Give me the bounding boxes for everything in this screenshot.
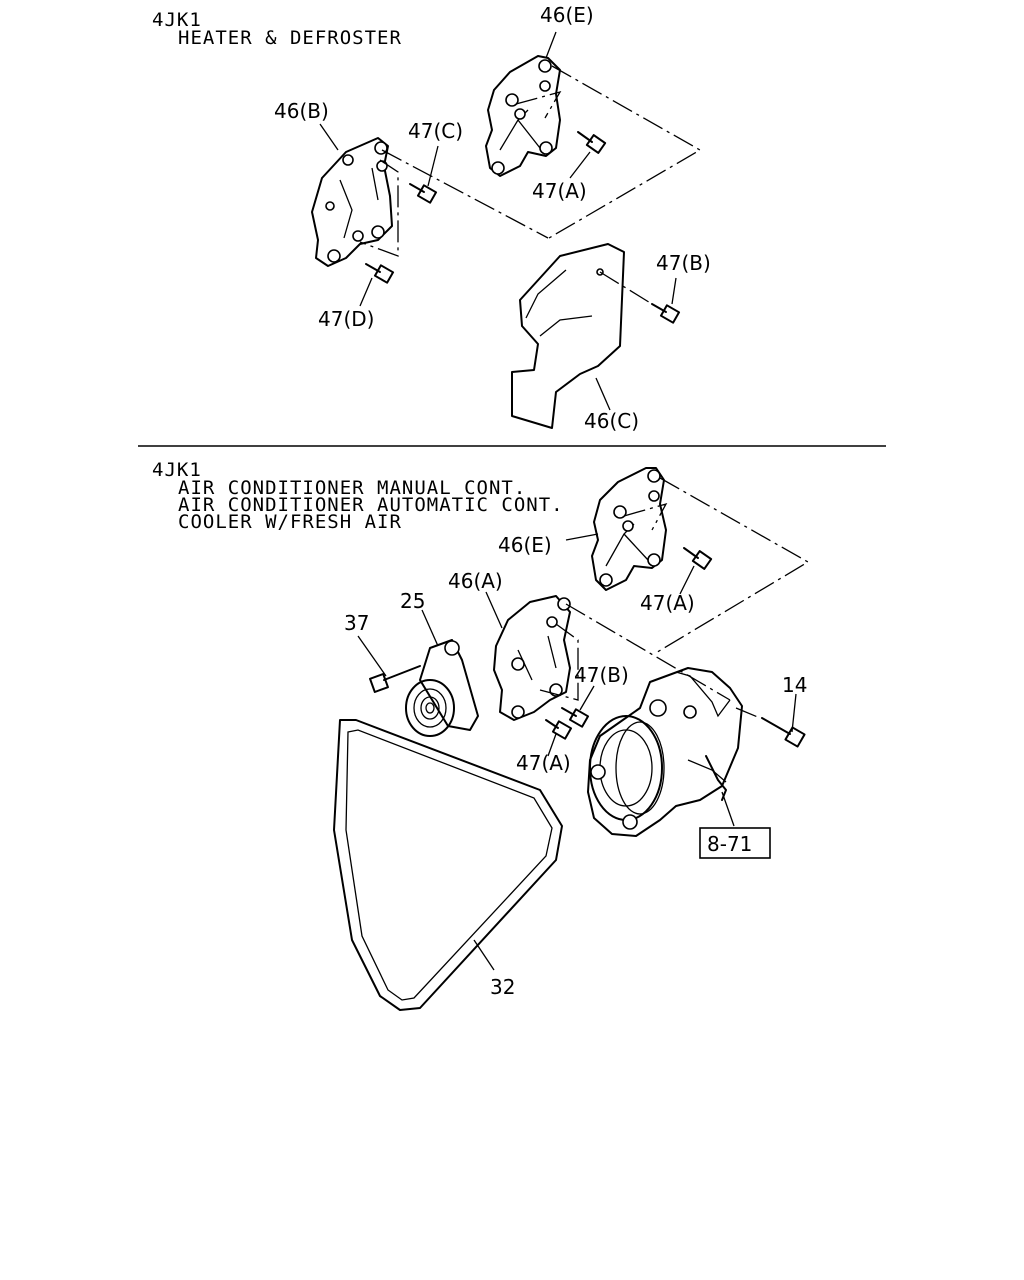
label-47a-s1: 47(A) <box>532 179 587 203</box>
section2-condition-3: COOLER W/FRESH AIR <box>178 511 402 533</box>
label-47a-s2-lower: 47(A) <box>516 751 571 775</box>
label-46e-s2: 46(E) <box>498 533 552 557</box>
section2-condition-2: AIR CONDITIONER AUTOMATIC CONT. <box>178 494 564 516</box>
label-compressor-ref[interactable]: 8-71 <box>707 832 752 856</box>
bracket-46c[interactable] <box>511 243 625 429</box>
bolt-47a-s2-upper[interactable] <box>683 547 713 570</box>
label-46b: 46(B) <box>274 99 329 123</box>
section2-engine-code: 4JK1 <box>152 459 202 481</box>
bracket-46e-upper[interactable] <box>485 55 561 177</box>
label-47b-s2: 47(B) <box>574 663 629 687</box>
compressor-reference-box[interactable] <box>699 827 771 859</box>
bolt-14[interactable] <box>761 717 806 748</box>
bolt-37[interactable] <box>369 665 421 693</box>
tensioner-pulley-25[interactable] <box>405 639 479 737</box>
drive-belt-32[interactable] <box>333 719 563 1011</box>
section1-condition-1: HEATER & DEFROSTER <box>178 27 402 49</box>
label-47c: 47(C) <box>408 119 463 143</box>
bolt-47c[interactable] <box>409 183 438 204</box>
label-47a-s2-upper: 47(A) <box>640 591 695 615</box>
ac-compressor[interactable] <box>587 667 743 837</box>
section2-condition-1: AIR CONDITIONER MANUAL CONT. <box>178 477 526 499</box>
label-37: 37 <box>344 611 369 635</box>
section-heater-defroster: 4JK1 HEATER & DEFROSTER <box>152 3 711 433</box>
bolt-47a-s2-lower[interactable] <box>545 719 573 740</box>
label-47d: 47(D) <box>318 307 374 331</box>
bolt-47d[interactable] <box>365 263 395 284</box>
label-46e-s1: 46(E) <box>540 3 594 27</box>
bracket-46e-s2[interactable] <box>591 467 667 591</box>
section-air-conditioner: 4JK1 AIR CONDITIONER MANUAL CONT. AIR CO… <box>152 459 810 1011</box>
label-47b-s1: 47(B) <box>656 251 711 275</box>
bracket-46b[interactable] <box>311 137 393 267</box>
bolt-47a-s1[interactable] <box>577 131 607 154</box>
section1-engine-code: 4JK1 <box>152 9 202 31</box>
label-46c: 46(C) <box>584 409 639 433</box>
label-25: 25 <box>400 589 425 613</box>
label-14: 14 <box>782 673 807 697</box>
label-46a: 46(A) <box>448 569 503 593</box>
label-32: 32 <box>490 975 515 999</box>
bracket-46a[interactable] <box>493 595 571 721</box>
bolt-47b-s2[interactable] <box>561 707 590 728</box>
bolt-47b-s1[interactable] <box>651 303 681 324</box>
